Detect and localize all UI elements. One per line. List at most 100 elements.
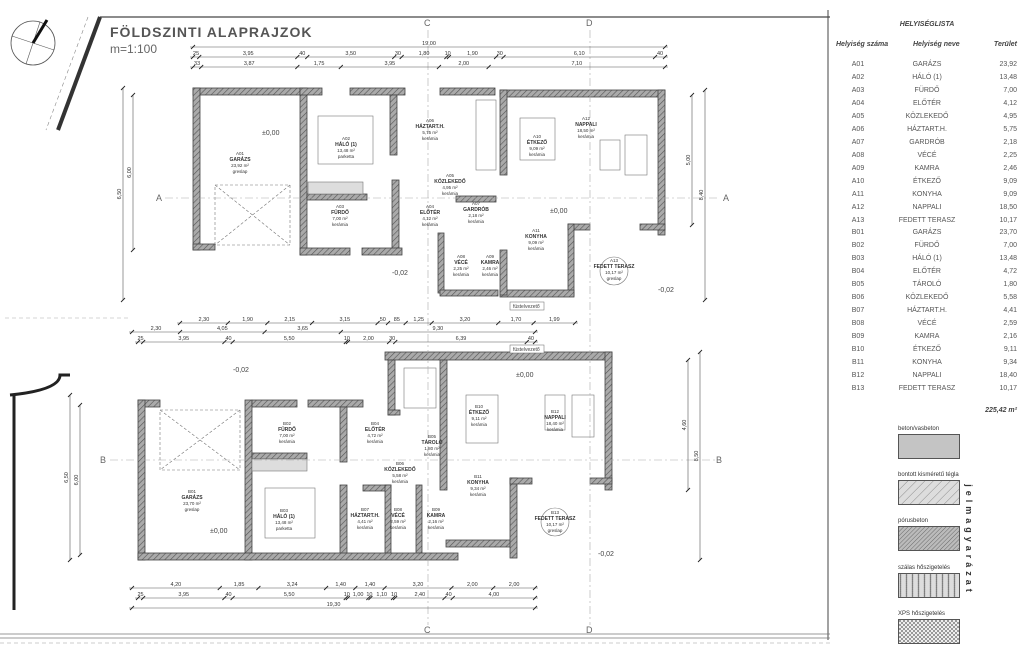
vertical-dimension: 6,00 <box>74 402 83 558</box>
room-name: KAMRA <box>427 513 446 519</box>
dimension-label: 4,00 <box>489 592 500 598</box>
room-name: FÜRDŐ <box>914 242 940 250</box>
room-code: A09 <box>851 164 865 172</box>
dimension-label: 40 <box>657 51 663 57</box>
dimension-tick <box>442 595 447 601</box>
room-floor: parketta <box>276 526 293 531</box>
section-marker-c-top: C <box>424 18 431 28</box>
dimension-tick <box>345 595 351 601</box>
room-code: B06 <box>396 461 405 466</box>
room-area: 18,40 <box>999 372 1017 380</box>
dimension-label: 30 <box>395 51 401 57</box>
dimension-label: 7,10 <box>571 61 582 67</box>
dimension-label: 3,65 <box>297 326 308 332</box>
room-area: 4,41 <box>1003 307 1017 315</box>
dimension-label: 1,10 <box>376 592 387 598</box>
room-area: 9,11 <box>1003 346 1017 354</box>
room-code: B04 <box>851 268 865 276</box>
room-code: A11 <box>852 190 864 198</box>
room-name: GARDRÓB <box>463 205 489 213</box>
dimension-tick <box>450 595 456 601</box>
room-floor: greslap <box>233 169 248 174</box>
legend-title: jelmagyarázat <box>964 484 974 596</box>
dimension-label: 1,90 <box>242 317 253 323</box>
plan-b-fixtures <box>159 367 595 539</box>
room-name: FEDETT TERASZ <box>898 385 956 392</box>
room-name: NAPPALI <box>575 122 597 128</box>
room-name: HÁLÓ (1) <box>335 140 357 148</box>
room-name: KONYHA <box>912 190 942 198</box>
legend-label: beton/vasbeton <box>898 426 940 432</box>
dimension-tick <box>196 54 202 60</box>
room-floor: kerámia <box>471 422 488 427</box>
room-code: B07 <box>361 507 370 512</box>
dimension-tick <box>390 595 396 601</box>
room-name: HÁZTART.H. <box>907 125 947 133</box>
dimension-tick <box>140 595 146 601</box>
room-name: FEDETT TERASZ <box>535 516 576 522</box>
dimension-tick <box>652 54 658 60</box>
dimension-label: 2,00 <box>363 336 374 342</box>
room-area: 1,80 m² <box>424 446 440 451</box>
dimension-tick <box>392 339 398 345</box>
room-code: A06 <box>851 125 865 133</box>
dimension-tick <box>309 320 315 326</box>
room-code: A09 <box>486 254 495 259</box>
room-code: A01 <box>851 61 865 68</box>
section-marker-d-bottom: D <box>586 625 593 635</box>
room-name: ÉTKEZŐ <box>912 177 941 185</box>
room-floor: kerámia <box>390 525 407 530</box>
dimension-tick <box>217 585 223 591</box>
dimension-tick <box>230 595 235 601</box>
floor-plan-drawing: C D C D A A B B ±0,00 ±0,00 -0,02 -0,02 … <box>0 10 830 644</box>
dimension-tick <box>225 320 231 326</box>
legend-label: szálas hőszigetelés <box>898 565 951 571</box>
dimension-tick <box>262 329 267 335</box>
dimension-tick <box>222 595 227 601</box>
level-mark: -0,02 <box>233 367 249 374</box>
dimension-label: 1,00 <box>353 592 364 598</box>
room-code: A03 <box>336 204 345 209</box>
dimension-label: 1,80 <box>419 51 430 57</box>
room-area: 2,46 m² <box>482 266 498 271</box>
dimension-tick <box>295 64 300 70</box>
dimension-tick <box>532 605 538 611</box>
dimension-tick <box>198 64 204 70</box>
dimension-label: 2,30 <box>199 317 210 323</box>
room-area: 9,09 <box>1003 190 1017 198</box>
level-mark: ±0,00 <box>550 208 568 215</box>
room-area: 7,00 <box>1003 242 1017 250</box>
room-code: B02 <box>283 421 292 426</box>
dimension-tick <box>343 595 349 601</box>
dimension-label: 6,50 <box>64 472 70 483</box>
room-code: A05 <box>446 173 455 178</box>
dimension-tick <box>532 585 538 591</box>
dimension-tick <box>177 320 183 326</box>
room-floor: kerámia <box>357 525 374 530</box>
room-code: B11 <box>852 359 864 367</box>
dimension-tick <box>386 339 392 345</box>
room-area: 18,40 m² <box>546 421 564 426</box>
room-floor: kerámia <box>422 136 439 141</box>
room-name: GARÁZS <box>912 61 942 68</box>
room-code: A13 <box>851 216 865 224</box>
room-name: KÖZLEKEDŐ <box>905 294 949 302</box>
dimension-label: 2,00 <box>458 61 469 67</box>
room-name: GARÁZS <box>229 156 251 163</box>
room-name: TÁROLÓ <box>421 438 442 446</box>
dimension-label: 25 <box>138 336 144 342</box>
room-code: B09 <box>432 507 441 512</box>
section-markers: C D C D A A B B <box>100 18 729 635</box>
room-name: KÖZLEKEDŐ <box>434 178 466 185</box>
dimension-tick <box>382 585 387 591</box>
